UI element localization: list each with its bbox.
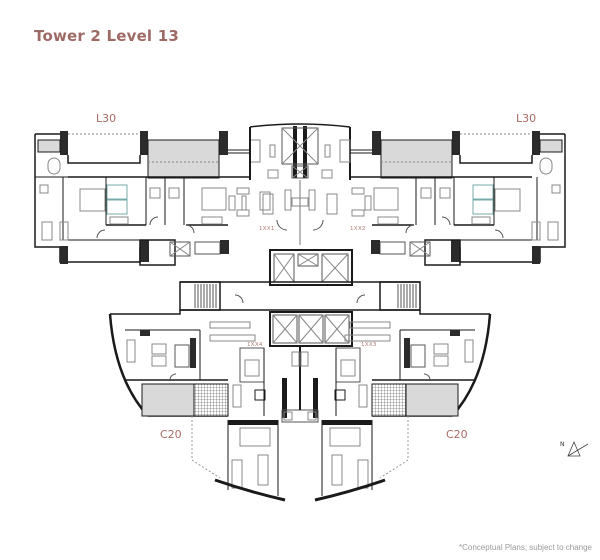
view-label-top-right: L30 — [516, 112, 537, 125]
page-title: Tower 2 Level 13 — [34, 27, 179, 45]
footnote: *Conceptual Plans; subject to change — [459, 543, 592, 552]
unit-1xx4-plan — [108, 310, 287, 502]
view-label-top-left: L30 — [96, 112, 117, 125]
unit-1xx1-plan — [34, 131, 279, 266]
central-core — [179, 249, 421, 347]
unit-label-1xx1: 1XX1 — [259, 226, 275, 232]
unit-label-1xx2: 1XX2 — [350, 226, 366, 232]
view-label-bottom-right: C20 — [446, 428, 468, 441]
compass-north-label: N — [560, 441, 565, 448]
unit-1xx3-plan — [313, 310, 492, 502]
unit-label-1xx4: 1XX4 — [247, 342, 263, 348]
unit-1xx2-plan — [350, 131, 566, 266]
view-label-bottom-left: C20 — [160, 428, 182, 441]
unit-label-1xx3: 1XX3 — [361, 342, 377, 348]
north-arrow-icon — [567, 440, 589, 457]
lower-center-lobby — [281, 346, 319, 423]
